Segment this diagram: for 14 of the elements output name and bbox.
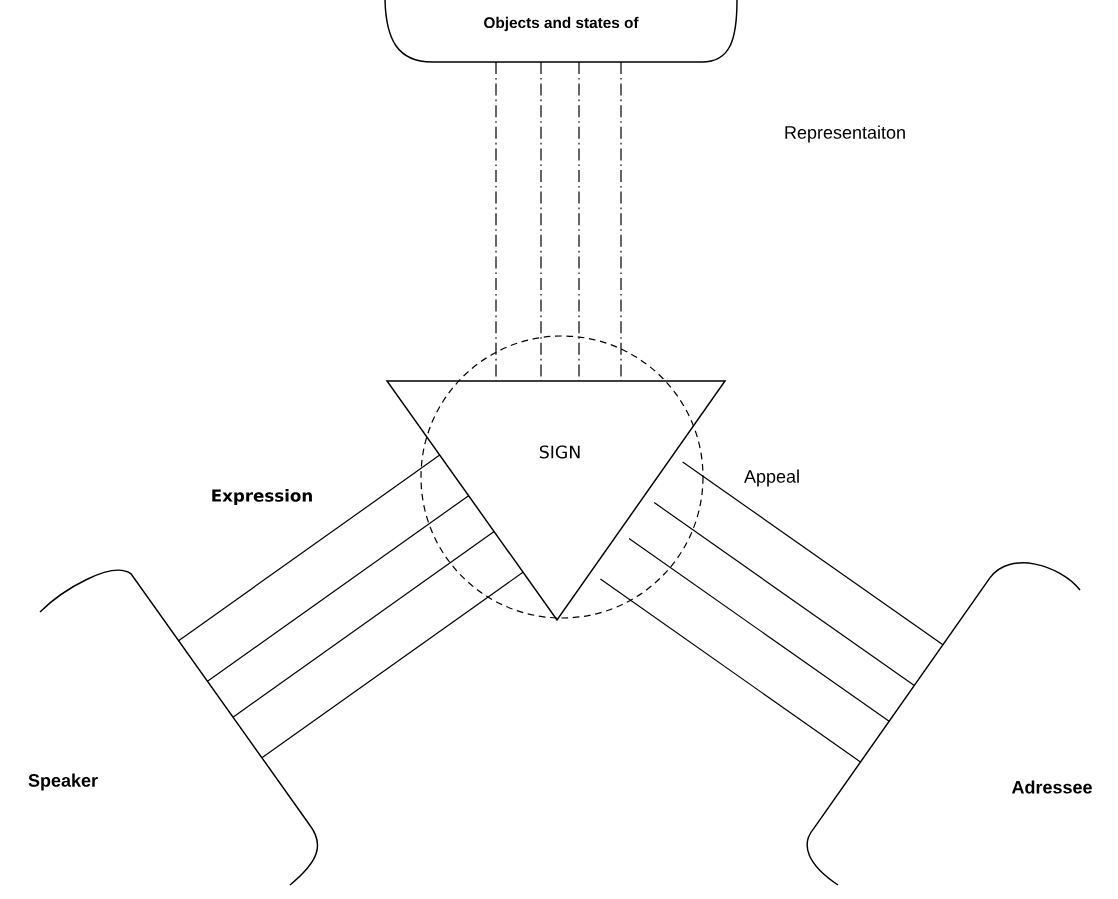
open-bracket-box: Objects and states of (384, 0, 738, 63)
connector-line (261, 571, 524, 759)
connector-line (232, 531, 495, 718)
connector-line (628, 537, 890, 722)
connector-line (653, 502, 915, 687)
function-label: Expression (209, 487, 315, 507)
connector-line (599, 578, 862, 763)
speaker-bracket: Speaker (28, 569, 319, 886)
function-label: Representaiton (782, 124, 908, 144)
addressee-bracket: Adressee (806, 562, 1092, 886)
connector-line (206, 495, 470, 682)
connector-line (682, 461, 944, 646)
connector-line (178, 454, 441, 642)
function-label: Appeal (742, 468, 802, 488)
